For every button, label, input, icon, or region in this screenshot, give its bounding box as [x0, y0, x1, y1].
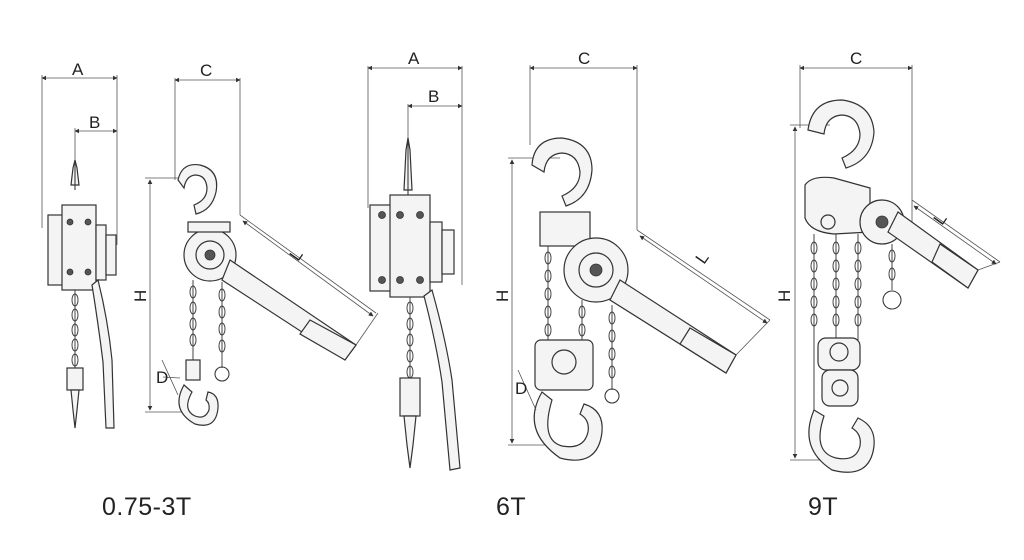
large-front-view [790, 65, 1001, 473]
caption-mid-capacity: 6T [496, 493, 527, 521]
dim-label-c-large: C [850, 49, 862, 68]
dim-label-h-mid: H [493, 290, 512, 302]
mid-side-view [367, 65, 463, 471]
dim-label-b-small: B [89, 113, 100, 132]
dim-label-d-small: D [156, 368, 168, 387]
caption-small-capacity: 0.75-3T [102, 493, 192, 521]
mid-front-view [508, 65, 771, 461]
dim-label-a-mid: A [408, 49, 420, 68]
small-side-view [41, 75, 118, 429]
caption-large-capacity: 9T [808, 493, 839, 521]
dim-label-c-small: C [200, 61, 212, 80]
dim-label-h-large: H [775, 290, 794, 302]
dim-label-a-small: A [72, 60, 84, 79]
dim-label-c-mid: C [578, 49, 590, 68]
dim-label-h-small: H [131, 290, 150, 302]
dim-label-l-mid: L [692, 249, 713, 268]
dim-label-b-mid: B [428, 87, 439, 106]
dim-label-d-mid: D [515, 379, 527, 398]
dim-label-l-small: L [286, 246, 307, 265]
small-front-view [145, 77, 379, 426]
